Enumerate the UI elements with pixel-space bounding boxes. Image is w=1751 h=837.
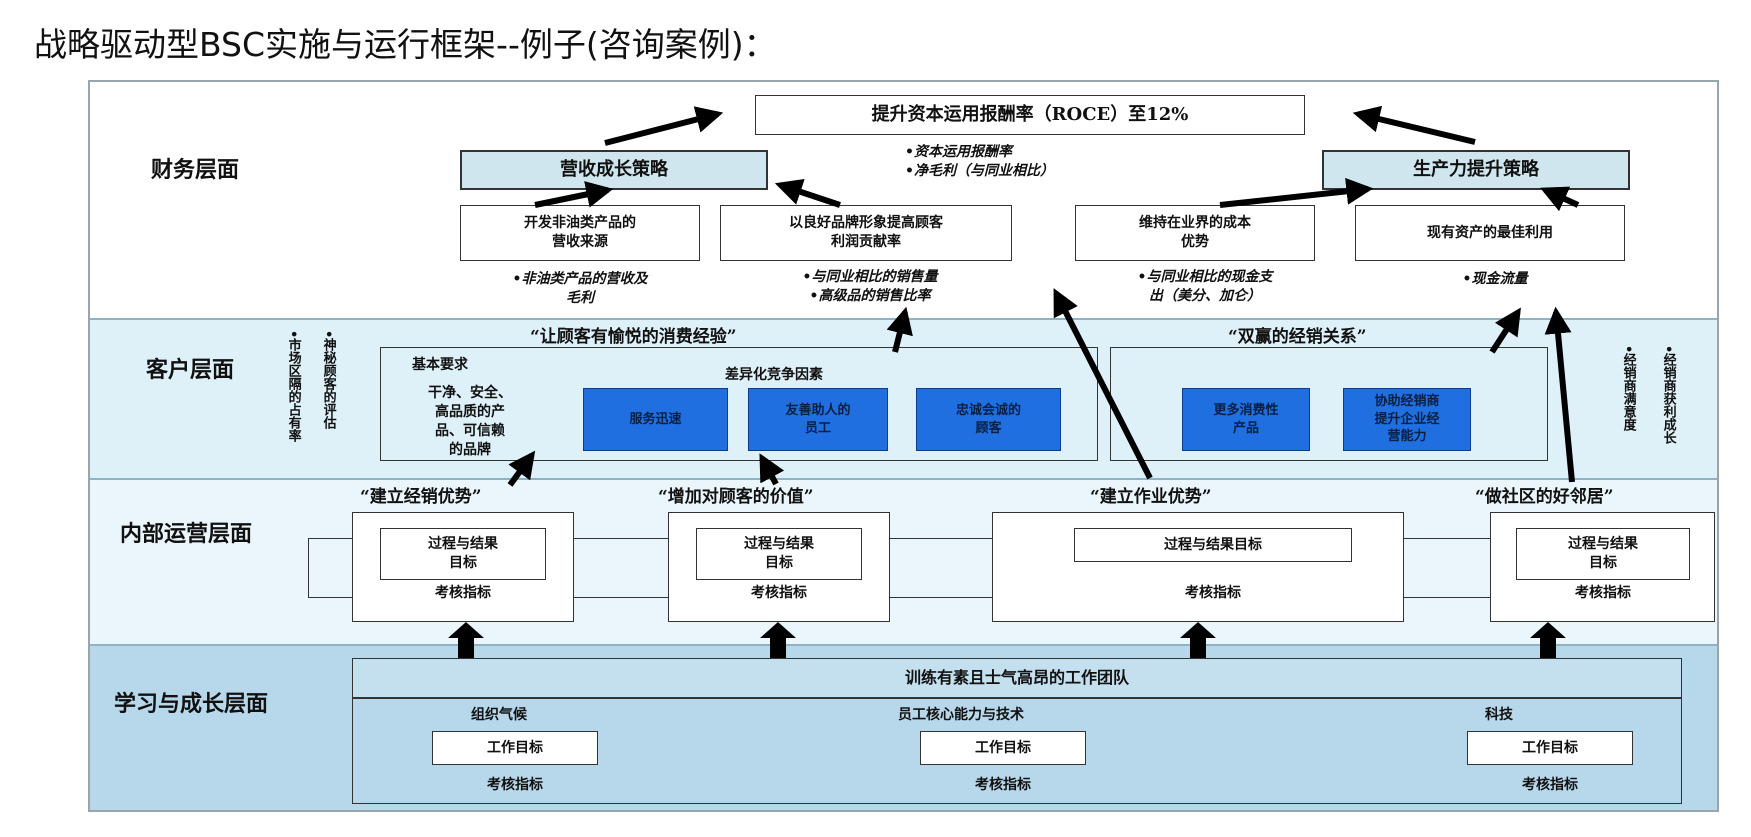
arrow-obj2-to-revenue bbox=[774, 179, 841, 208]
dealer-item-1: 更多消费性 产品 bbox=[1182, 388, 1310, 451]
fin-objective-4-kpi: •现金流量 bbox=[1462, 271, 1528, 287]
internal-goal-2: 过程与结果 目标 bbox=[696, 528, 862, 580]
learning-kpi-1: 考核指标 bbox=[487, 777, 543, 793]
layer-label-internal: 内部运营层面 bbox=[119, 521, 252, 547]
arrow-community-to-obj4 bbox=[1544, 306, 1575, 483]
learning-col-3-title: 科技 bbox=[1485, 707, 1513, 723]
diff-item-2: 友善助人的 员工 bbox=[748, 388, 888, 451]
internal-theme-4: “做社区的好邻居” bbox=[1475, 487, 1614, 507]
block-arrow-4 bbox=[1530, 622, 1566, 658]
internal-kpi-3: 考核指标 bbox=[1185, 585, 1241, 601]
fin-objective-1-kpi: •非油类产品的营收及 毛利 bbox=[512, 271, 648, 306]
internal-theme-3: “建立作业优势” bbox=[1090, 487, 1212, 507]
arrow-cust-to-obj2 bbox=[886, 306, 913, 353]
arrow-dist-to-basic bbox=[507, 450, 536, 487]
block-arrow-2 bbox=[760, 622, 796, 658]
customer-right-measure-1: •经销商满意度 bbox=[1620, 345, 1636, 432]
layer-label-financial: 财务层面 bbox=[150, 157, 239, 183]
internal-kpi-4: 考核指标 bbox=[1575, 585, 1631, 601]
customer-right-measure-2: •经销商获利成长 bbox=[1660, 345, 1676, 445]
fin-objective-1: 开发非油类产品的 营收来源 bbox=[460, 205, 700, 261]
fin-objective-3: 维持在业界的成本 优势 bbox=[1075, 205, 1315, 261]
layer-label-learning: 学习与成长层面 bbox=[113, 691, 268, 717]
basic-requirements-title: 基本要求 bbox=[412, 357, 468, 373]
learning-goal-2: 工作目标 bbox=[920, 731, 1086, 765]
diff-item-3: 忠诚会诚的 顾客 bbox=[916, 388, 1061, 451]
customer-left-group bbox=[380, 347, 1098, 461]
customer-right-theme: “双赢的经销关系” bbox=[1228, 327, 1367, 347]
internal-kpi-1: 考核指标 bbox=[435, 585, 491, 601]
fin-objective-2-kpi: •与同业相比的销售量 •高级品的销售比率 bbox=[802, 269, 938, 304]
internal-theme-1: “建立经销优势” bbox=[360, 487, 482, 507]
diff-factors-title: 差异化竞争因素 bbox=[725, 367, 823, 383]
internal-kpi-2: 考核指标 bbox=[751, 585, 807, 601]
arrow-obj3-to-productivity bbox=[1219, 177, 1374, 208]
roce-goal-kpis: •资本运用报酬率 •净毛利（与同业相比） bbox=[905, 144, 1054, 179]
roce-goal-box: 提升资本运用报酬率（ROCE）至12% bbox=[755, 95, 1305, 135]
block-arrow-3 bbox=[1180, 622, 1216, 658]
arrow-obj4-to-productivity bbox=[1540, 186, 1580, 212]
arrow-obj1-to-revenue bbox=[534, 181, 614, 208]
arrow-revenue-to-goal bbox=[604, 106, 724, 146]
dealer-item-2: 协助经销商 提升企业经 营能力 bbox=[1343, 388, 1471, 451]
fin-objective-2: 以良好品牌形象提高顾客 利润贡献率 bbox=[720, 205, 1012, 261]
arrow-operations-to-obj3 bbox=[1053, 288, 1153, 480]
arrow-value-to-diff bbox=[759, 453, 785, 486]
internal-theme-2: “增加对顾客的价值” bbox=[658, 487, 814, 507]
arrow-dealer-to-obj4 bbox=[1489, 307, 1521, 354]
fin-objective-3-kpi: •与同业相比的现金支 出（美分、加仑） bbox=[1137, 269, 1273, 304]
customer-left-theme: “让顾客有愉悦的消费经验” bbox=[530, 327, 737, 347]
internal-goal-1: 过程与结果 目标 bbox=[380, 528, 546, 580]
customer-left-measure-1: •市场区隔的占有率 bbox=[285, 330, 301, 443]
fin-objective-4: 现有资产的最佳利用 bbox=[1355, 205, 1625, 261]
page-title: 战略驱动型BSC实施与运行框架--例子(咨询案例)： bbox=[34, 25, 777, 64]
learning-goal-3: 工作目标 bbox=[1467, 731, 1633, 765]
learning-body-box bbox=[352, 698, 1682, 804]
layer-label-customer: 客户层面 bbox=[145, 357, 234, 383]
block-arrow-1 bbox=[448, 622, 484, 658]
learning-team-box: 训练有素且士气高昂的工作团队 bbox=[352, 658, 1682, 698]
learning-goal-1: 工作目标 bbox=[432, 731, 598, 765]
arrow-productivity-to-goal bbox=[1352, 105, 1476, 145]
internal-goal-4: 过程与结果 目标 bbox=[1516, 528, 1690, 580]
basic-requirements-text: 干净、安全、 高品质的产 品、可信赖 的品牌 bbox=[428, 385, 512, 458]
learning-kpi-2: 考核指标 bbox=[975, 777, 1031, 793]
learning-col-1-title: 组织气候 bbox=[471, 707, 527, 723]
internal-goal-3: 过程与结果目标 bbox=[1074, 528, 1352, 562]
customer-left-measure-2: •神秘顾客的评估 bbox=[320, 330, 336, 430]
learning-col-2-title: 员工核心能力与技术 bbox=[898, 707, 1024, 723]
learning-kpi-3: 考核指标 bbox=[1522, 777, 1578, 793]
diff-item-1: 服务迅速 bbox=[583, 388, 728, 451]
diagram-frame bbox=[88, 80, 1719, 812]
revenue-strategy-box: 营收成长策略 bbox=[460, 150, 768, 190]
